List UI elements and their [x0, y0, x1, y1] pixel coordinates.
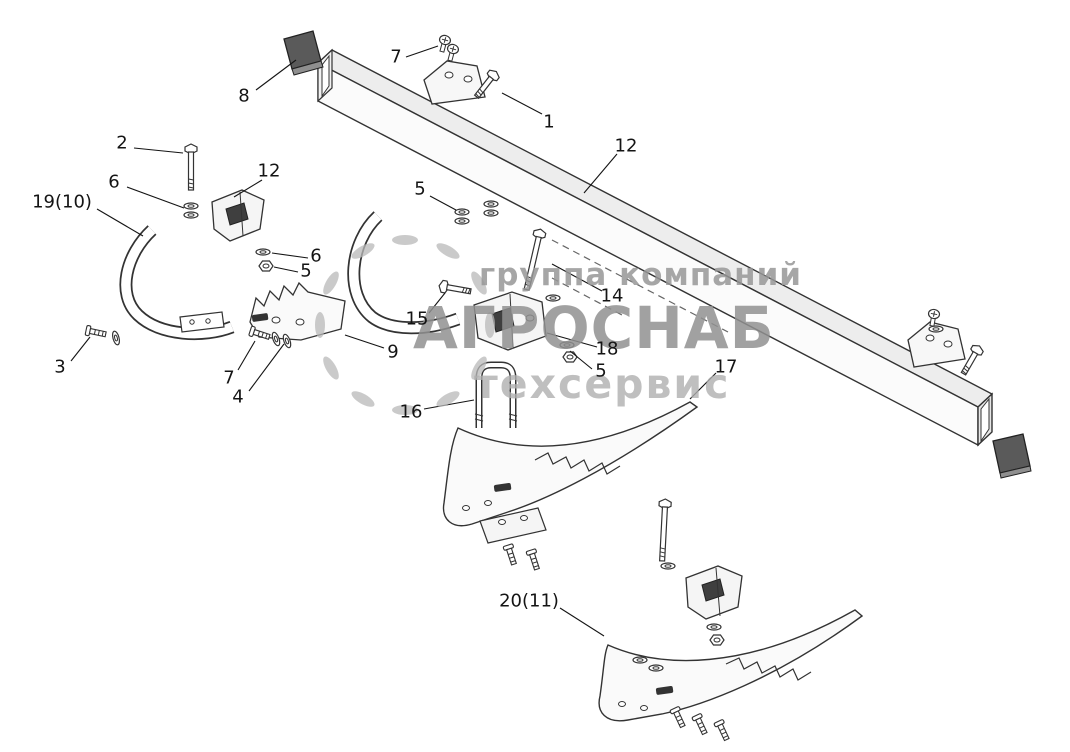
share-blade-left [249, 281, 346, 341]
mounting-bracket-top [423, 33, 502, 105]
main-beam [316, 48, 994, 447]
washer-stacks-5 [454, 200, 499, 225]
bolt-2-with-washers [183, 143, 199, 219]
part-label-5-upper: 5 [414, 178, 426, 200]
clamp-bracket-18 [473, 291, 547, 351]
part-label-19-10: 19(10) [32, 191, 92, 213]
washer-nut-bottom [706, 623, 725, 646]
screws-bottom [669, 705, 732, 743]
part-label-15: 15 [405, 308, 429, 330]
part-label-8: 8 [238, 85, 250, 107]
clamp-bracket-left [211, 189, 265, 242]
part-label-6-lower: 6 [310, 245, 322, 267]
hidden-beam-edges [551, 239, 729, 333]
washer-nut-5-lower [559, 341, 578, 363]
part-label-16: 16 [399, 401, 423, 423]
part-label-14: 14 [600, 285, 624, 307]
spring-tine-left [119, 225, 235, 341]
part-label-6-upper: 6 [108, 171, 120, 193]
part-label-18: 18 [595, 338, 619, 360]
part-label-4: 4 [232, 386, 244, 408]
part-label-3: 3 [54, 356, 66, 378]
share-foot-bracket-mid [479, 507, 547, 572]
part-label-12-beam: 12 [614, 135, 638, 157]
part-label-12-left: 12 [257, 160, 281, 182]
part-label-2: 2 [116, 132, 128, 154]
share-blade-mid [442, 401, 699, 527]
part-label-9: 9 [387, 341, 399, 363]
part-label-5-mid: 5 [300, 260, 312, 282]
spring-tine-mid [347, 211, 461, 335]
part-label-17: 17 [714, 356, 738, 378]
share-blade-bottom [598, 609, 864, 722]
leader-lines [70, 45, 717, 637]
part-label-7-top: 7 [390, 46, 402, 68]
beam-end-cap-right [992, 433, 1032, 479]
bolt-bottom-long [655, 498, 676, 570]
part-label-5-lower: 5 [595, 360, 607, 382]
part-label-20-11: 20(11) [499, 590, 559, 612]
bolt-14 [520, 227, 561, 302]
mounting-bracket-right [907, 308, 986, 378]
beam-end-cap-left [283, 30, 324, 76]
part-label-7-lower: 7 [223, 367, 235, 389]
washer-nut-left [255, 248, 274, 272]
screw-3 [84, 324, 122, 347]
clamp-bracket-bottom [685, 565, 743, 620]
part-label-1: 1 [543, 111, 555, 133]
u-bolt-16 [474, 361, 518, 428]
